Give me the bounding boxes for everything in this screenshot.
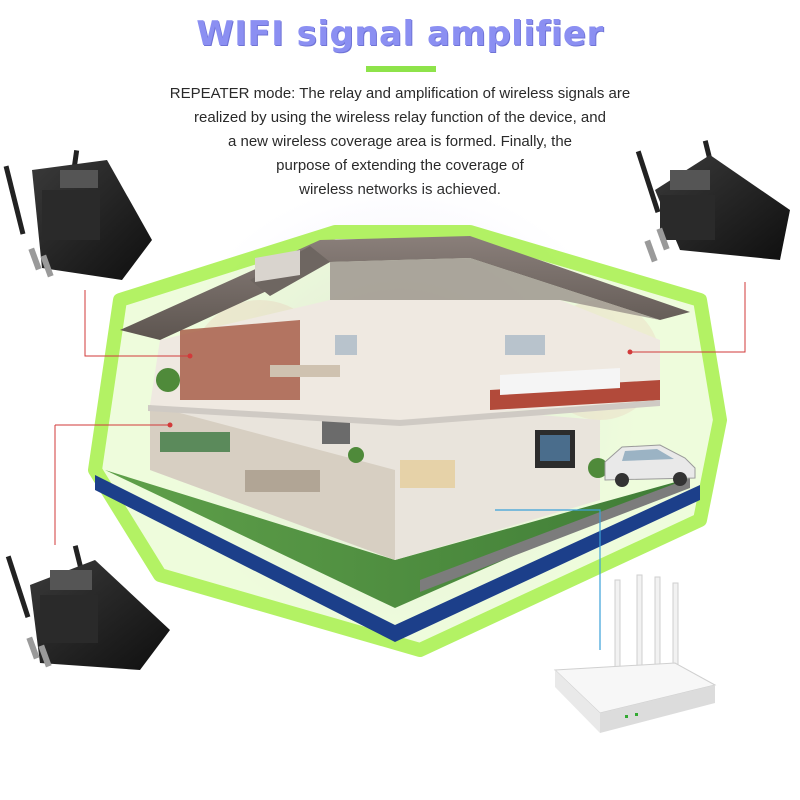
repeater-device-icon <box>3 150 152 280</box>
house-base <box>95 470 700 642</box>
router-icon <box>553 574 717 733</box>
callout-lines <box>54 282 746 545</box>
description-line: realized by using the wireless relay fun… <box>194 109 606 126</box>
repeater-device-icon <box>635 140 790 263</box>
description-line: a new wireless coverage area is formed. … <box>227 133 573 150</box>
title-underline <box>366 66 436 72</box>
description-line: purpose of extending the coverage of <box>276 157 524 174</box>
callout-dot <box>627 349 633 355</box>
callout-dot <box>167 422 173 428</box>
router-connection-line <box>495 509 601 650</box>
callout-line-top-right <box>630 282 746 353</box>
house-cutaway-illustration <box>120 236 690 560</box>
repeater-device-icon <box>5 545 170 670</box>
callout-line-top-left <box>84 290 190 357</box>
car-icon <box>604 444 696 487</box>
description-line: REPEATER mode: The relay and amplificati… <box>169 85 631 102</box>
callout-dot <box>187 353 193 359</box>
page-title: WIFI signal amplifier <box>196 14 604 54</box>
